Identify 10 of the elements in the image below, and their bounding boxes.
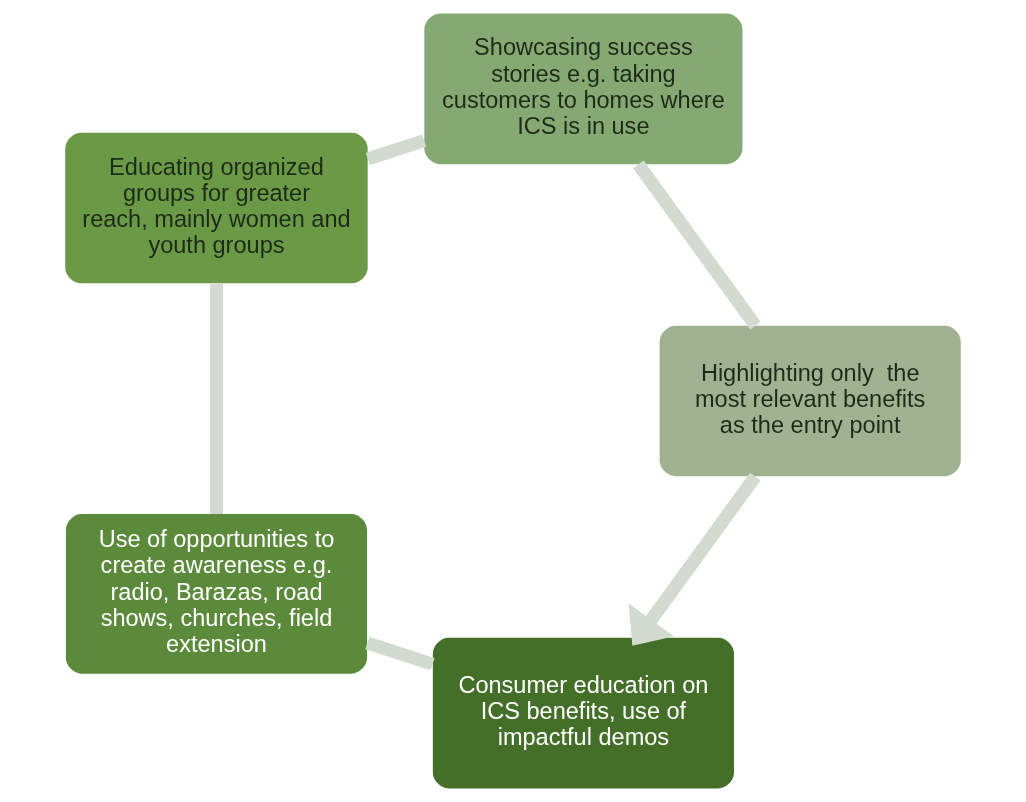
node-box: Use of opportunities to create awareness e.g. radio, Barazas, road shows, churches, field extension — [65, 514, 368, 674]
connector — [365, 134, 427, 166]
connector — [633, 160, 761, 330]
node-box: Consumer education on ICS benefits, use of impactful demos — [432, 637, 734, 789]
arrow — [628, 472, 761, 646]
connector — [209, 284, 223, 514]
node-box: Highlighting only the most relevant benefits as the entry point — [659, 325, 961, 477]
connector — [365, 636, 435, 671]
node-box: Showcasing success stories e.g. taking customers to homes where ICS is in use — [424, 13, 743, 165]
node-box: Educating organized groups for greater reach, mainly women and youth groups — [65, 132, 368, 284]
